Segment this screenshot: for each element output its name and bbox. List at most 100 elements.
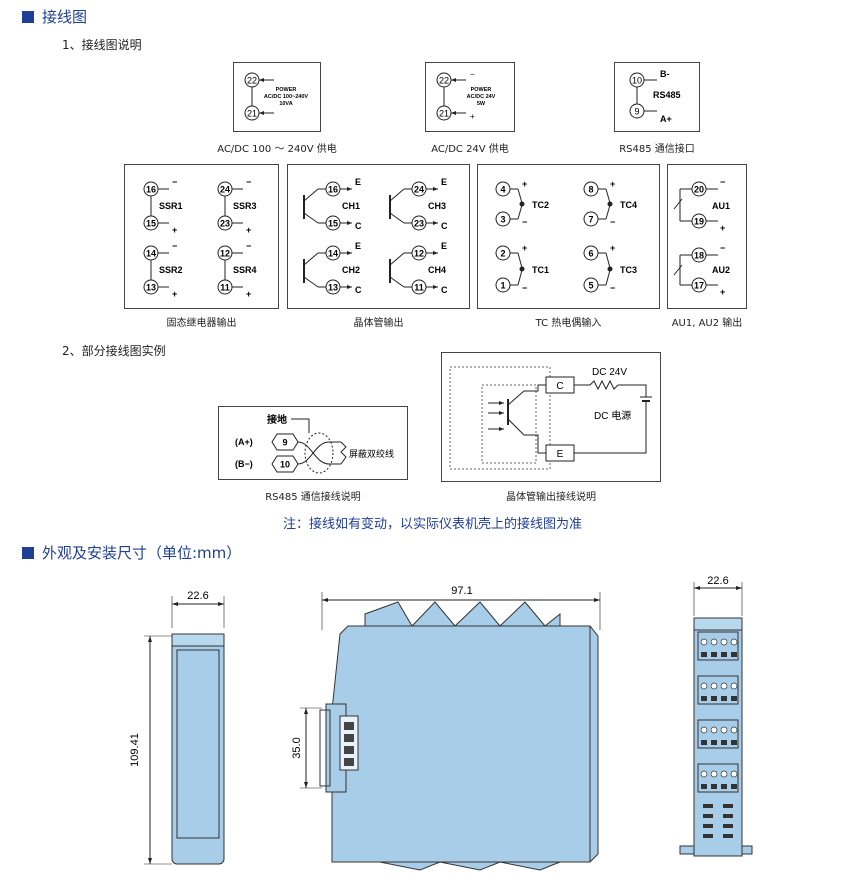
svg-text:−: − (720, 243, 725, 253)
au-caption: AU1, AU2 输出 (671, 318, 743, 329)
minus-sign: − (470, 70, 475, 79)
section-square-icon (22, 546, 34, 559)
ssr-caption: 固态继电器输出 (166, 318, 237, 329)
tc-box: 4 3 +− TC2 8 7 +− TC4 2 1 +− TC1 6 (477, 164, 660, 309)
transistor-box: 16 15 E C CH1 24 23 E C CH3 14 13 (287, 164, 470, 309)
svg-text:−: − (610, 217, 615, 227)
front-width-label: 22.6 (187, 590, 208, 602)
ch2-label: CH2 (342, 265, 360, 275)
collector-label: C (355, 285, 362, 295)
rs485-label: RS485 (653, 90, 681, 100)
subheading-wiring-description: 1、接线图说明 (62, 38, 142, 52)
section-dimensions-title: 外观及安装尺寸（单位:mm） (22, 542, 241, 563)
au-box: 20 19 −+ AU1 18 17 −+ AU2 (667, 164, 747, 309)
terminal-2: 2 (500, 249, 505, 259)
front-view: 22.6 109.41 (129, 590, 225, 865)
terminal-9: 9 (282, 438, 287, 448)
ssr1-group: 16 15 −+ SSR1 (143, 177, 183, 235)
svg-text:+: + (246, 289, 251, 299)
power-dc-caption: AC/DC 24V 供电 (431, 144, 509, 155)
rs485-example-box: 接地 (A+) (B−) 9 10 屏蔽双绞线 (218, 406, 408, 480)
tc2-group: 4 3 +− TC2 (495, 179, 549, 227)
svg-text:+: + (172, 289, 177, 299)
dc-24v-label: DC 24V (592, 367, 627, 378)
terminal-14: 14 (328, 249, 338, 259)
svg-text:+: + (522, 179, 527, 189)
terminal-8: 8 (588, 185, 593, 195)
au-diagram: 20 19 −+ AU1 18 17 −+ AU2 (673, 177, 730, 297)
terminal-18: 18 (694, 251, 704, 261)
terminal-21: 21 (247, 109, 257, 119)
svg-text:+: + (246, 225, 251, 235)
transistor-example-caption: 晶体管输出接线说明 (506, 492, 596, 503)
terminal-22: 22 (247, 76, 257, 86)
front-height-label: 109.41 (129, 733, 141, 767)
collector-label: C (441, 221, 448, 231)
svg-text:+: + (522, 243, 527, 253)
terminal-15: 15 (146, 219, 156, 229)
terminal-23: 23 (220, 219, 230, 229)
ssr-diagram: 16 15 −+ SSR1 24 23 −+ SSR3 14 13 −+ SSR… (143, 177, 257, 299)
ssr4-group: 12 11 −+ SSR4 (217, 241, 257, 299)
rs485-diagram: 10 9 B- RS485 A+ (629, 69, 681, 124)
au2-label: AU2 (712, 265, 730, 275)
terminal-6: 6 (588, 249, 593, 259)
transistor-caption: 晶体管输出 (353, 318, 404, 329)
terminal-24: 24 (414, 185, 424, 195)
plus-sign: + (470, 112, 475, 121)
terminal-12: 12 (220, 249, 230, 259)
dc-source-label: DC 电源 (594, 409, 631, 422)
au1-label: AU1 (712, 201, 730, 211)
c-terminal-label: C (556, 381, 563, 392)
shielded-twisted-pair-label: 屏蔽双绞线 (349, 448, 394, 459)
terminal-5: 5 (588, 281, 593, 291)
svg-text:+: + (610, 243, 615, 253)
terminal-16: 16 (146, 185, 156, 195)
svg-text:+: + (610, 179, 615, 189)
power-label: POWER (276, 87, 297, 93)
terminal-11: 11 (414, 283, 424, 293)
power-voltage: AC/DC 24V (467, 94, 496, 100)
au1-group: 20 19 −+ AU1 (673, 177, 730, 233)
power-ac-caption: AC/DC 100 ～ 240V 供电 (217, 144, 337, 155)
svg-text:−: − (246, 241, 251, 251)
terminal-23: 23 (414, 219, 424, 229)
b-minus-label: (B−) (235, 459, 253, 469)
ch3-group: 24 23 E C CH3 (389, 177, 448, 231)
section-wiring-title: 接线图 (22, 6, 87, 27)
power-rating: 10VA (279, 101, 292, 107)
tc1-group: 2 1 +− TC1 (495, 243, 549, 293)
terminal-22: 22 (439, 76, 449, 86)
ssr1-label: SSR1 (159, 201, 183, 211)
power-ac-diagram: 22 21 POWER AC/DC 100~240V 10VA (244, 72, 309, 121)
terminal-15: 15 (328, 219, 338, 229)
svg-text:−: − (246, 177, 251, 187)
a-plus-label: A+ (660, 114, 672, 124)
terminal-12: 12 (414, 249, 424, 259)
terminal-10: 10 (280, 460, 290, 470)
ch1-group: 16 15 E C CH1 (303, 177, 362, 231)
terminal-17: 17 (694, 281, 704, 291)
terminal-13: 13 (328, 283, 338, 293)
transistor-example-diagram: C E DC 24V DC 电源 (449, 366, 652, 470)
wiring-note: 注：接线如有变动，以实际仪表机壳上的接线图为准 (283, 517, 583, 532)
tc-diagram: 4 3 +− TC2 8 7 +− TC4 2 1 +− TC1 6 (495, 179, 637, 293)
ch1-label: CH1 (342, 201, 360, 211)
side-view: 97.1 35.0 (291, 585, 601, 871)
power-label: POWER (471, 87, 492, 93)
rs485-caption: RS485 通信接口 (619, 144, 695, 155)
power-voltage: AC/DC 100~240V (264, 94, 309, 100)
ssr2-group: 14 13 −+ SSR2 (143, 241, 183, 299)
subheading-wiring-examples: 2、部分接线图实例 (62, 344, 166, 358)
tc1-label: TC1 (532, 265, 549, 275)
side-width-label: 97.1 (451, 585, 472, 597)
ssr3-label: SSR3 (233, 201, 257, 211)
terminal-19: 19 (694, 217, 704, 227)
terminal-3: 3 (500, 215, 505, 225)
power-rating: 5W (477, 101, 486, 107)
section-square-icon (22, 10, 34, 23)
b-minus-label: B- (660, 69, 670, 79)
power-ac-box: 22 21 POWER AC/DC 100~240V 10VA (233, 62, 321, 132)
tc4-group: 8 7 +− TC4 (583, 179, 637, 227)
terminal-20: 20 (694, 185, 704, 195)
